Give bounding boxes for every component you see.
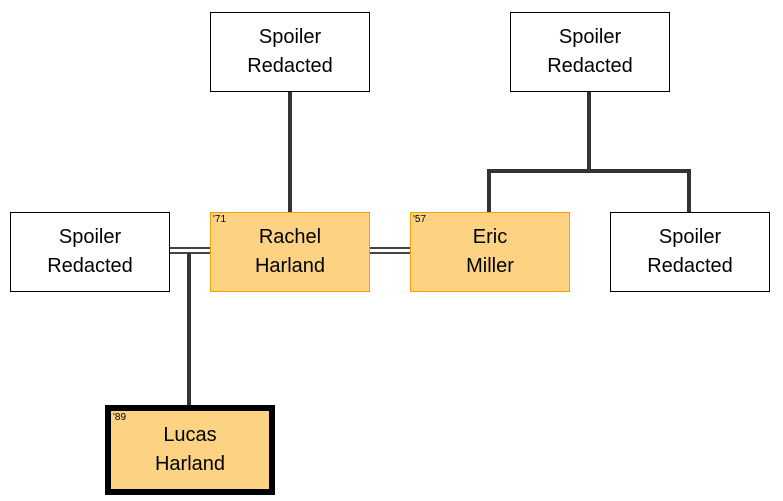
person-box-right[interactable]: Spoiler Redacted [610,212,770,292]
parent-link-rachel [288,91,292,213]
person-box-eric-miller[interactable]: '57 Eric Miller [410,212,570,292]
child-link-lucas [187,253,191,410]
person-box-top-left[interactable]: Spoiler Redacted [210,12,370,92]
marriage-link-right [368,247,411,254]
person-box-lucas-harland[interactable]: '89 Lucas Harland [105,405,275,495]
sibling-drop [687,169,691,213]
sibling-bar [487,169,691,173]
person-first-name: Eric [472,226,508,248]
person-last-name: Redacted [547,55,633,77]
person-box-top-right[interactable]: Spoiler Redacted [510,12,670,92]
person-last-name: Redacted [47,255,133,277]
person-last-name: Miller [466,255,514,277]
birth-year: '89 [113,412,127,423]
person-box-rachel-harland[interactable]: '71 Rachel Harland [210,212,370,292]
person-last-name: Harland [254,255,326,277]
person-last-name: Harland [154,453,226,475]
person-first-name: Rachel [258,226,322,248]
parent-link-eric-stem [587,91,591,171]
eric-drop [487,169,491,213]
person-first-name: Spoiler [58,226,122,248]
birth-year: '57 [413,214,427,225]
person-box-left[interactable]: Spoiler Redacted [10,212,170,292]
person-last-name: Redacted [247,55,333,77]
person-last-name: Redacted [647,255,733,277]
birth-year: '71 [213,214,227,225]
person-first-name: Spoiler [258,26,322,48]
person-first-name: Spoiler [658,226,722,248]
person-first-name: Lucas [163,424,217,446]
person-first-name: Spoiler [558,26,622,48]
